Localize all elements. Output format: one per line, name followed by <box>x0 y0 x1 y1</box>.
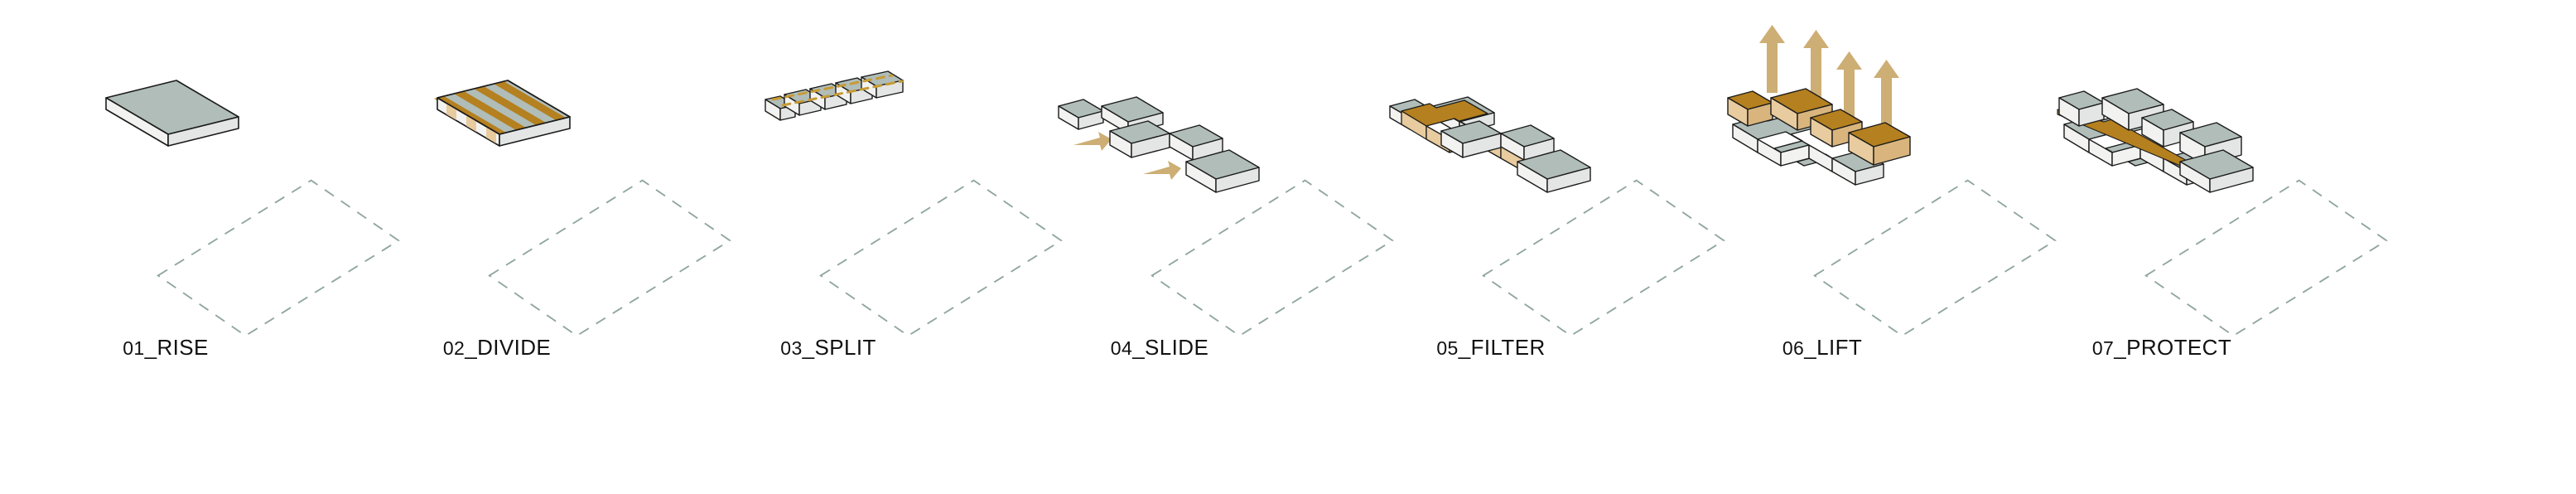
slide-block <box>1058 99 1104 130</box>
lift-arrow <box>1874 60 1899 139</box>
step-number-protect: 07 <box>2091 337 2115 359</box>
dashed-centreline <box>771 74 894 101</box>
protect-block <box>2179 149 2254 193</box>
panel-lift-drawing <box>1727 25 2057 337</box>
panel-divide-drawing <box>434 80 731 337</box>
site-boundary-split <box>819 179 1063 337</box>
filter-block <box>1440 120 1502 158</box>
caption-protect: 07_PROTECT <box>1988 335 2336 361</box>
slide-block <box>1109 120 1170 158</box>
step-label-protect: _PROTECT <box>2114 335 2232 360</box>
step-label-divide: _DIVIDE <box>465 335 552 360</box>
panel-split[interactable]: 03_SPLIT <box>663 0 1063 494</box>
filter-block <box>1500 124 1555 161</box>
massing-blocks-protect <box>2058 88 2254 193</box>
site-boundary-filter <box>1482 179 1725 337</box>
lift-arrow <box>1759 25 1785 93</box>
site-boundary-divide <box>488 179 731 337</box>
site-boundary-lift <box>1813 179 2057 337</box>
panel-divide[interactable]: 02_DIVIDE <box>331 0 731 494</box>
site-boundary-protect <box>2144 179 2388 337</box>
step-label-filter: _FILTER <box>1458 335 1546 360</box>
panel-slide-drawing <box>1058 96 1394 337</box>
caption-lift: 06_LIFT <box>1657 335 1988 361</box>
step-number-lift: 06 <box>1782 337 1805 359</box>
panel-slide[interactable]: 04_SLIDE <box>994 0 1394 494</box>
slide-arrow <box>1073 132 1112 151</box>
massing-blocks-slide <box>1058 96 1260 193</box>
panel-lift[interactable]: 06_LIFT <box>1657 0 2057 494</box>
massing-blocks-filter <box>1389 96 1591 193</box>
panel-filter[interactable]: 05_FILTER <box>1325 0 1725 494</box>
panel-split-drawing <box>765 70 1063 337</box>
lift-arrow <box>1836 51 1862 123</box>
step-label-slide: _SLIDE <box>1132 335 1209 360</box>
slide-arrow <box>1143 161 1181 180</box>
lift-arrows <box>1759 25 1899 139</box>
site-boundary-slide <box>1151 179 1394 337</box>
step-number-slide: 04 <box>1110 337 1133 359</box>
panel-protect[interactable]: 07_PROTECT <box>1988 0 2388 494</box>
step-number-divide: 02 <box>442 337 466 359</box>
dashed-centreline <box>781 80 904 107</box>
site-boundary-rise <box>157 179 400 337</box>
massing-slab-rise <box>105 80 239 147</box>
lift-arrow <box>1803 30 1829 104</box>
caption-split: 03_SPLIT <box>663 335 994 361</box>
lifted-volume <box>1727 90 1773 127</box>
lifted-volume <box>1848 122 1911 166</box>
caption-divide: 02_DIVIDE <box>331 335 663 361</box>
panel-filter-drawing <box>1389 96 1725 337</box>
step-number-filter: 05 <box>1436 337 1459 359</box>
lifted-volumes <box>1727 88 1911 166</box>
massing-blocks-split <box>765 70 904 121</box>
caption-filter: 05_FILTER <box>1325 335 1657 361</box>
panel-protect-drawing <box>2057 88 2388 337</box>
panel-rise[interactable]: 01_RISE <box>0 0 400 494</box>
massing-slab-divide <box>434 80 571 147</box>
caption-slide: 04_SLIDE <box>994 335 1325 361</box>
step-label-split: _SPLIT <box>802 335 876 360</box>
protect-block <box>2058 90 2105 127</box>
step-label-rise: _RISE <box>144 335 209 360</box>
slide-arrows <box>1073 132 1181 180</box>
slide-block <box>1185 149 1260 193</box>
step-number-rise: 01 <box>123 337 145 359</box>
step-label-lift: _LIFT <box>1804 335 1863 360</box>
caption-rise: 01_RISE <box>0 335 331 361</box>
lifted-volume <box>1770 88 1833 131</box>
filter-block <box>1517 149 1591 193</box>
panel-rise-drawing <box>105 80 400 337</box>
step-number-split: 03 <box>780 337 803 359</box>
